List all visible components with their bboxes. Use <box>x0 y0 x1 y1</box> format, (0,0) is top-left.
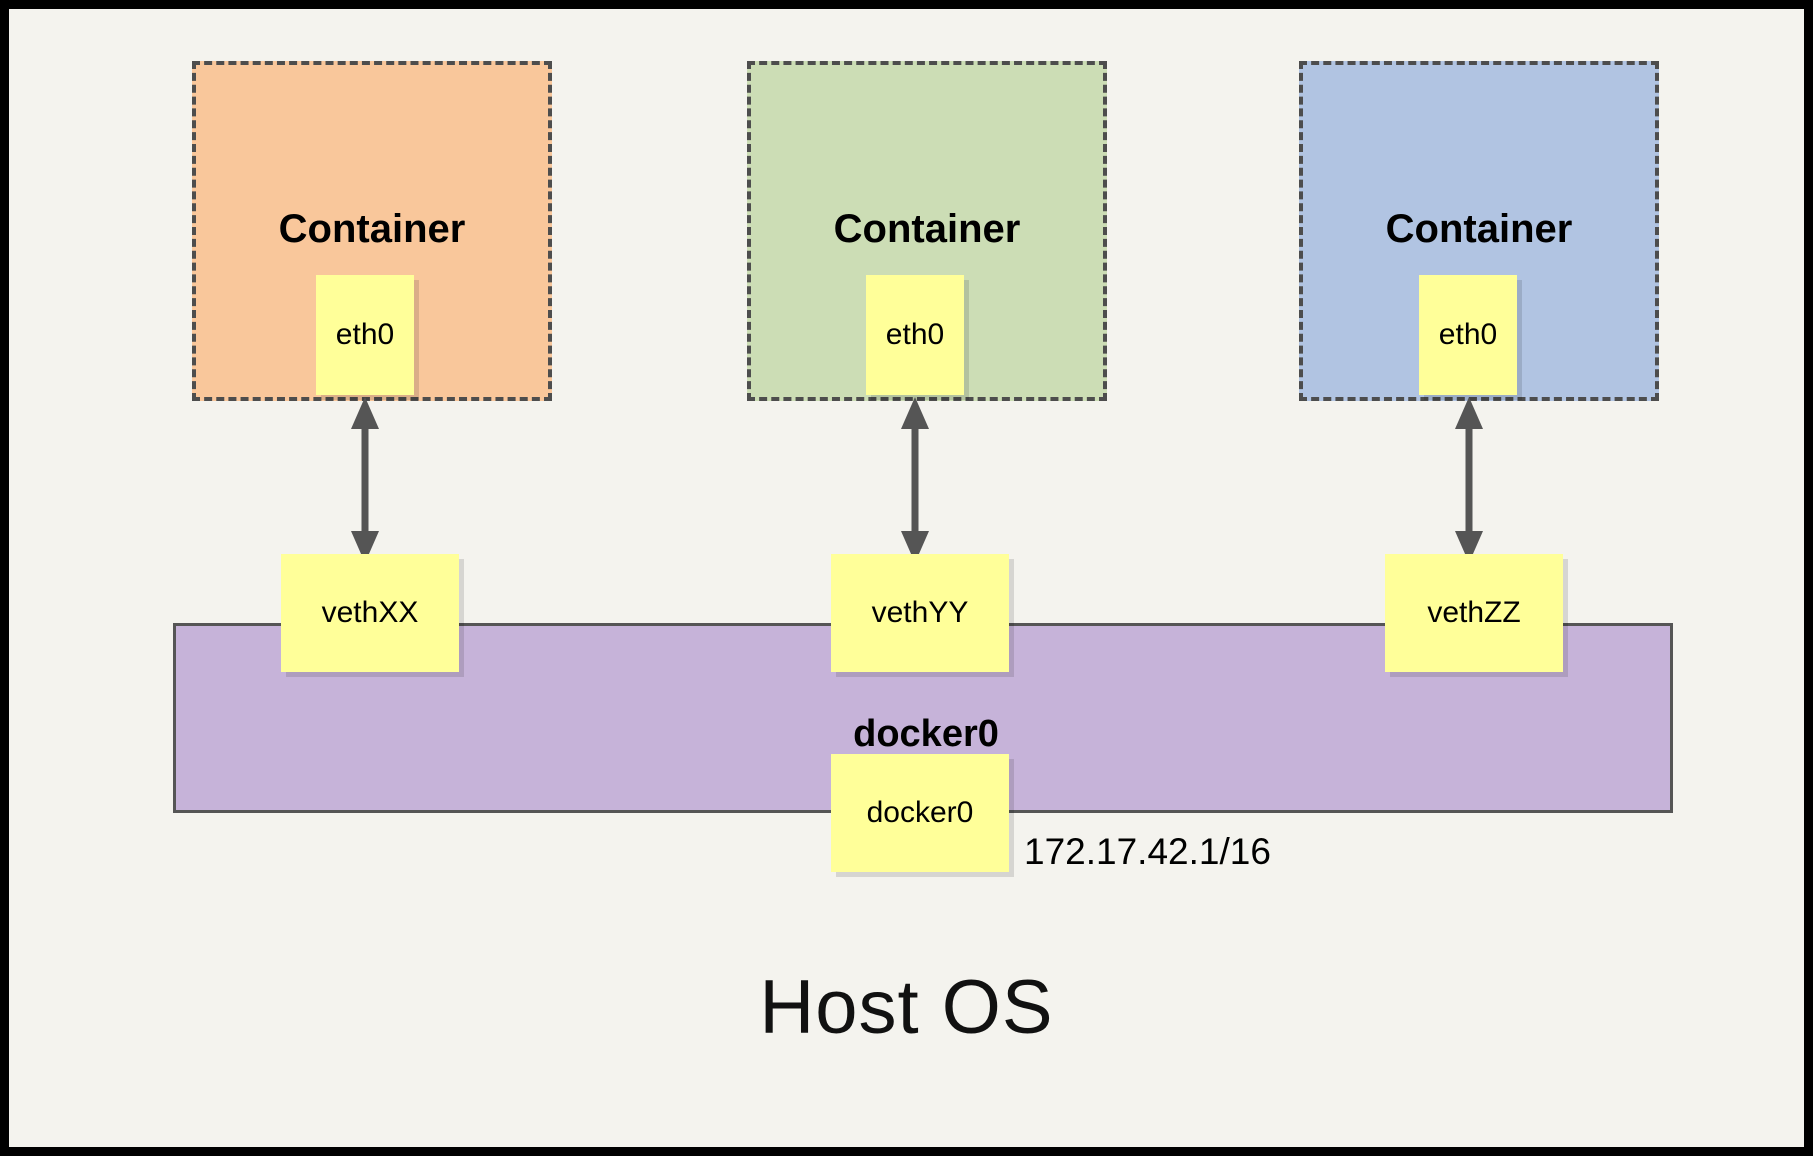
docker0-ip-address: 172.17.42.1/16 <box>1024 831 1271 872</box>
docker0-bridge-label: docker0 <box>853 713 999 755</box>
veth-interface-2: vethYY <box>831 554 1009 672</box>
veth-interface-3: vethZZ <box>1385 554 1563 672</box>
host-os-surface: Container Container Container eth0 eth0 … <box>9 9 1804 1147</box>
eth0-interface-3: eth0 <box>1419 275 1517 395</box>
host-os-label: Host OS <box>759 965 1054 1050</box>
veth-link-arrow-3 <box>1455 397 1483 563</box>
eth0-interface-1: eth0 <box>316 275 414 395</box>
container-title-1: Container <box>278 207 466 251</box>
veth-interface-1: vethXX <box>281 554 459 672</box>
container-title-2: Container <box>833 207 1021 251</box>
docker0-host-interface: docker0 <box>831 754 1009 872</box>
veth-link-arrow-2 <box>901 397 929 563</box>
container-title-3: Container <box>1385 207 1573 251</box>
eth0-interface-2: eth0 <box>866 275 964 395</box>
veth-link-arrow-1 <box>351 397 379 563</box>
